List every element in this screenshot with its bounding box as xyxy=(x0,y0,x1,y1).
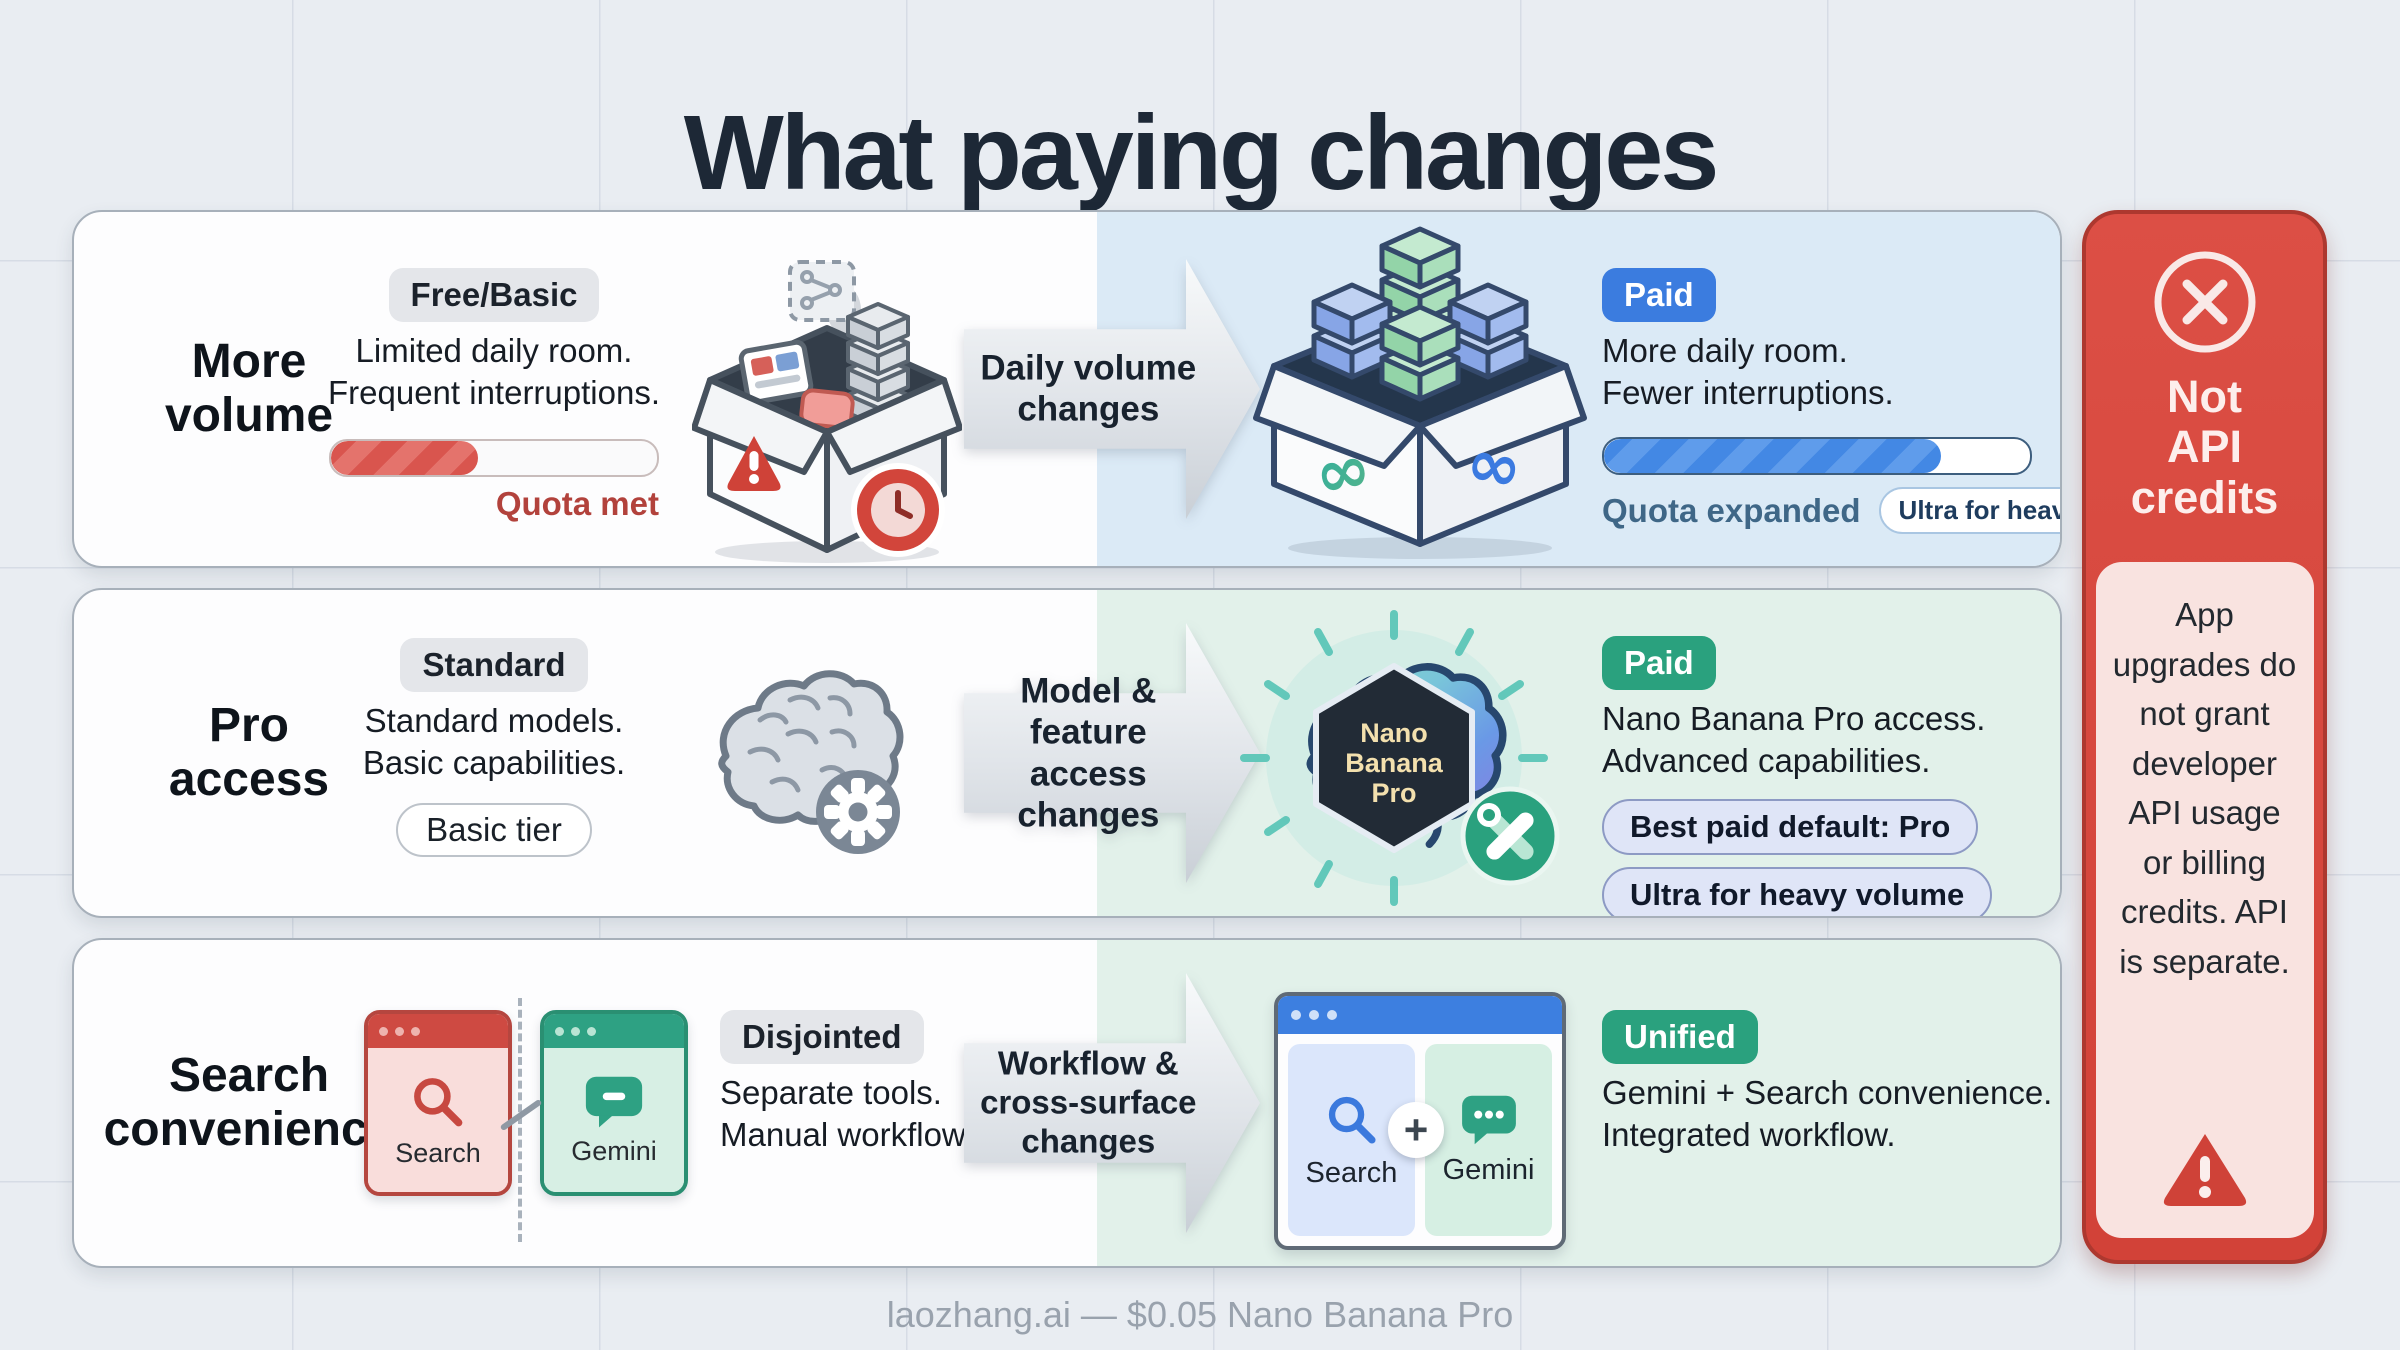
nano-banana-pro-hex-label: Nano Banana Pro xyxy=(1345,717,1443,809)
chat-bubble-icon xyxy=(1461,1095,1516,1144)
unified-description: Gemini + Search convenience. Integrated … xyxy=(1602,1073,2053,1154)
warning-triangle-icon xyxy=(2163,1134,2246,1206)
warning-triangle-icon xyxy=(727,436,781,491)
not-api-credits-panel: Not API credits App upgrades do not gran… xyxy=(2082,210,2327,1264)
unified-badge: Unified xyxy=(1602,1010,1758,1064)
window-titlebar xyxy=(368,1014,508,1048)
arrow-label: Workflow & cross-surface changes xyxy=(980,1044,1197,1160)
paid-badge: Paid xyxy=(1602,268,1716,322)
row-label-pro-access: Pro access xyxy=(168,698,330,806)
paid-pro-description: Nano Banana Pro access. Advanced capabil… xyxy=(1602,699,1986,780)
search-tile-label: Search xyxy=(1305,1156,1398,1189)
page-title: What paying changes xyxy=(683,94,1720,213)
model-access-arrow: Model & feature access changes xyxy=(964,623,1260,883)
disjointed-description: Separate tools. Manual workflow. xyxy=(720,1073,974,1154)
quota-expanded-label: Quota expanded xyxy=(1602,491,1861,529)
workflow-arrow: Workflow & cross-surface changes xyxy=(964,973,1260,1233)
unified-block: Unified Gemini + Search convenience. Int… xyxy=(1602,1010,2060,1157)
pro-chips: Best paid default: Pro Ultra for heavy v… xyxy=(1602,799,1993,916)
quota-met-progress-bar xyxy=(329,439,659,478)
quota-expanded-bar-group: Quota expanded Ultra for heavy volume xyxy=(1602,437,2060,535)
gear-icon xyxy=(816,770,900,854)
open-box-warning-icon xyxy=(692,260,962,563)
search-window-icon: Search xyxy=(364,1010,512,1196)
sidebar-note-panel: App upgrades do not grant developer API … xyxy=(2095,562,2314,1238)
gemini-window-label: Gemini xyxy=(571,1135,657,1166)
paid-volume-description: More daily room. Fewer interruptions. xyxy=(1602,331,1894,412)
plus-icon: + xyxy=(1388,1102,1444,1158)
disjointed-block: Disjointed Separate tools. Manual workfl… xyxy=(720,1010,1100,1157)
gemini-tile: Gemini xyxy=(1425,1044,1552,1236)
ultra-volume-chip: Ultra for heavy volume xyxy=(1602,867,1993,916)
quota-met-progress-fill xyxy=(331,441,478,476)
disjointed-badge: Disjointed xyxy=(720,1010,924,1064)
unified-browser-icon: Search Gemini + xyxy=(1274,992,1566,1250)
free-basic-block: Free/Basic Limited daily room. Frequent … xyxy=(294,268,694,523)
footer-credit: laozhang.ai — $0.05 Nano Banana Pro xyxy=(886,1294,1514,1335)
daily-volume-arrow: Daily volume changes xyxy=(964,259,1260,519)
quota-expanded-progress-fill xyxy=(1604,439,1941,474)
basic-tier-chip: Basic tier xyxy=(396,803,592,858)
quota-met-label: Quota met xyxy=(495,485,659,523)
search-window-label: Search xyxy=(395,1137,481,1168)
brain-nano-banana-pro-icon xyxy=(1240,610,1560,906)
disconnected-divider xyxy=(518,998,522,1242)
best-paid-default-chip: Best paid default: Pro xyxy=(1602,799,1979,856)
sidebar-note-text: App upgrades do not grant developer API … xyxy=(2112,596,2297,980)
row-card-more-volume: More volume Free/Basic Limited daily roo… xyxy=(72,210,2062,568)
tools-icon xyxy=(1460,786,1560,886)
chat-bubble-icon xyxy=(585,1076,643,1127)
open-box-blocks-icon: ∞ ∞ xyxy=(1253,226,1587,559)
quota-expanded-progress-bar xyxy=(1602,437,2032,476)
cross-circle-icon xyxy=(2154,251,2255,353)
arrow-label: Daily volume changes xyxy=(980,348,1197,429)
paid-volume-block: Paid More daily room. Fewer interruption… xyxy=(1602,268,2060,535)
free-basic-description: Limited daily room. Frequent interruptio… xyxy=(327,331,660,412)
standard-block: Standard Standard models. Basic capabili… xyxy=(294,638,694,858)
ultra-volume-pill: Ultra for heavy volume xyxy=(1878,487,2060,535)
paid-badge: Paid xyxy=(1602,636,1716,690)
browser-titlebar xyxy=(1278,996,1562,1034)
quota-met-bar-group: Quota met xyxy=(329,439,659,523)
standard-badge: Standard xyxy=(400,638,588,692)
sidebar-title: Not API credits xyxy=(2130,371,2279,523)
row-label-search-convenience: Search convenience xyxy=(103,1048,395,1156)
free-basic-badge: Free/Basic xyxy=(388,268,600,322)
paid-pro-block: Paid Nano Banana Pro access. Advanced ca… xyxy=(1602,636,2060,916)
row-card-search-convenience: Search convenience Search xyxy=(72,938,2062,1268)
row-label-more-volume: More volume xyxy=(164,334,334,442)
gemini-window-icon: Gemini xyxy=(540,1010,688,1196)
row-card-pro-access: Pro access Standard Standard models. Bas… xyxy=(72,588,2062,918)
search-icon xyxy=(1328,1096,1376,1144)
window-titlebar xyxy=(544,1014,684,1048)
gemini-tile-label: Gemini xyxy=(1442,1153,1535,1186)
standard-description: Standard models. Basic capabilities. xyxy=(362,701,626,782)
brain-gear-icon xyxy=(718,670,904,854)
arrow-label: Model & feature access changes xyxy=(1017,671,1160,835)
clock-icon xyxy=(851,463,945,557)
search-icon xyxy=(414,1077,463,1126)
